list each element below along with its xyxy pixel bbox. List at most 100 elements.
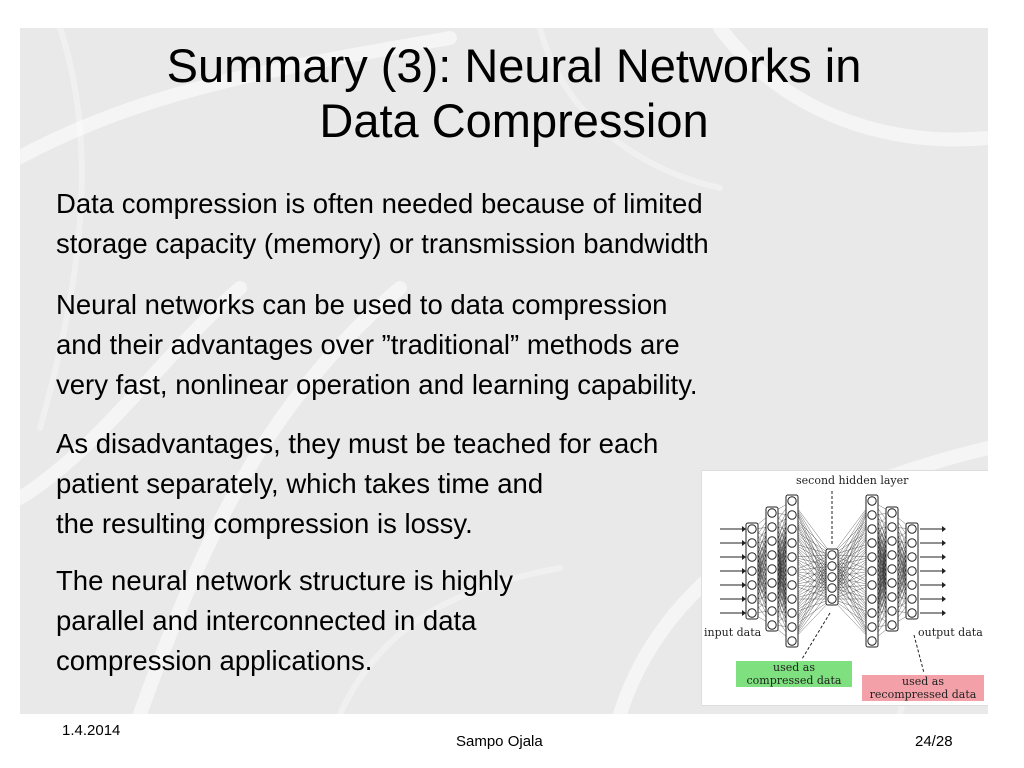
neuron xyxy=(887,550,897,560)
paragraph-line: the resulting compression is lossy. xyxy=(56,508,473,539)
neuron xyxy=(867,510,877,520)
paragraph-line: Neural networks can be used to data comp… xyxy=(56,289,668,320)
neuron xyxy=(787,622,797,632)
neuron xyxy=(887,620,897,630)
connection-line xyxy=(791,565,833,642)
connection-line xyxy=(791,514,833,556)
pointer-recompressed xyxy=(913,634,925,674)
paragraph-3: As disadvantages, they must be teached f… xyxy=(56,424,658,544)
output-data-label: output data xyxy=(918,626,983,639)
neuron xyxy=(907,594,917,604)
input-data-label: input data xyxy=(704,626,762,639)
connection-line xyxy=(791,598,833,628)
neuron xyxy=(767,550,777,560)
connection-line xyxy=(831,500,873,578)
neuron xyxy=(907,552,917,562)
connection-line xyxy=(831,528,873,567)
neuron xyxy=(747,552,757,562)
connection-line xyxy=(791,554,833,586)
neuron xyxy=(787,580,797,590)
output-arrowhead xyxy=(942,610,946,616)
connection-line xyxy=(831,514,873,578)
neuron xyxy=(787,538,797,548)
input-arrowhead xyxy=(742,568,746,574)
connection-line xyxy=(791,576,833,642)
connection-line xyxy=(791,554,833,614)
connection-line xyxy=(831,598,873,642)
connection-line xyxy=(791,587,833,642)
neuron xyxy=(747,608,757,618)
connection-line xyxy=(791,565,833,614)
paragraph-line: The neural network structure is highly xyxy=(56,565,514,596)
connection-line xyxy=(831,514,873,556)
recompressed-data-box: used as recompressed data xyxy=(862,675,984,701)
connection-line xyxy=(831,514,873,589)
paragraph-4: The neural network structure is highly p… xyxy=(56,561,513,681)
connection-line xyxy=(791,554,833,628)
connection-line xyxy=(831,542,873,578)
neuron xyxy=(767,564,777,574)
neuron xyxy=(887,606,897,616)
output-arrowhead xyxy=(942,526,946,532)
paragraph-2: Neural networks can be used to data comp… xyxy=(56,285,698,405)
output-arrowhead xyxy=(942,540,946,546)
connection-line xyxy=(831,528,873,556)
neuron xyxy=(867,496,877,506)
connection-line xyxy=(791,500,833,556)
recompressed-line-1: used as xyxy=(902,675,944,688)
connection-line xyxy=(831,570,873,600)
footer-date: 1.4.2014 xyxy=(62,722,121,739)
connection-line xyxy=(831,500,873,589)
connection-line xyxy=(791,576,833,628)
connection-line xyxy=(791,587,833,600)
connection-line xyxy=(791,576,833,614)
neuron xyxy=(767,536,777,546)
paragraph-line: storage capacity (memory) or transmissio… xyxy=(56,228,709,259)
neuron xyxy=(867,538,877,548)
paragraph-line: and their advantages over ”traditional” … xyxy=(56,329,680,360)
recompressed-line-2: recompressed data xyxy=(869,688,977,701)
neuron xyxy=(767,578,777,588)
neuron xyxy=(907,538,917,548)
neuron xyxy=(787,636,797,646)
neuron xyxy=(867,552,877,562)
neuron xyxy=(767,606,777,616)
neuron xyxy=(767,508,777,518)
neuron xyxy=(867,524,877,534)
output-arrowhead xyxy=(942,554,946,560)
neuron xyxy=(867,580,877,590)
connection-line xyxy=(791,554,833,600)
neuron xyxy=(787,524,797,534)
compressed-data-box: used as compressed data xyxy=(736,661,852,687)
connection-line xyxy=(791,565,833,600)
input-arrowhead xyxy=(742,610,746,616)
connection-line xyxy=(831,514,873,600)
paragraph-line: parallel and interconnected in data xyxy=(56,605,477,636)
neuron xyxy=(767,620,777,630)
input-arrowhead xyxy=(742,554,746,560)
connection-line xyxy=(831,528,873,600)
neuron xyxy=(867,636,877,646)
connection-line xyxy=(791,587,833,614)
output-arrowhead xyxy=(942,596,946,602)
neuron xyxy=(887,508,897,518)
connection-line xyxy=(791,554,833,558)
neuron xyxy=(787,566,797,576)
neuron xyxy=(887,592,897,602)
neuron xyxy=(787,608,797,618)
slide-title: Summary (3): Neural Networks in Data Com… xyxy=(20,38,988,148)
neuron xyxy=(907,524,917,534)
neuron xyxy=(867,594,877,604)
neuron xyxy=(867,622,877,632)
paragraph-1: Data compression is often needed because… xyxy=(56,184,709,264)
neuron xyxy=(907,566,917,576)
connection-line xyxy=(831,598,873,628)
connection-line xyxy=(831,500,873,567)
neuron xyxy=(747,538,757,548)
paragraph-line: patient separately, which takes time and xyxy=(56,468,544,499)
neuron xyxy=(887,578,897,588)
neuron xyxy=(827,550,837,560)
neuron xyxy=(827,594,837,604)
connection-line xyxy=(791,576,833,600)
output-arrowhead xyxy=(942,568,946,574)
